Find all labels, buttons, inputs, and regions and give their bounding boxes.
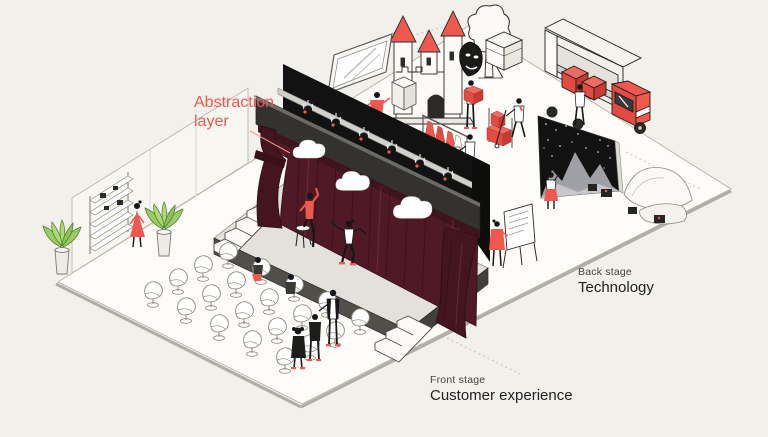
curtain-tieback <box>254 150 286 168</box>
front-stage-title: Customer experience <box>430 387 573 404</box>
lift-platform <box>391 76 417 111</box>
scenery-props <box>588 167 693 225</box>
standing-group <box>291 289 340 370</box>
back-stage-eyebrow: Back stage <box>578 266 632 278</box>
maroon-curtains <box>254 124 480 339</box>
crate-prop <box>484 31 524 71</box>
back-stage-label: Back stage Technology <box>578 266 654 296</box>
abstraction-layer-label: Abstraction layer <box>194 93 274 131</box>
person-painting-backdrop <box>544 170 561 209</box>
front-stage-eyebrow: Front stage <box>430 374 486 386</box>
person-with-hand-truck <box>486 98 526 149</box>
front-stage-label: Front stage Customer experience <box>430 374 573 404</box>
standing-woman-dress <box>291 327 306 370</box>
curtain-left-drape <box>256 125 287 229</box>
stage-stairs-right <box>374 315 433 363</box>
back-stage-title: Technology <box>578 279 654 296</box>
standing-person-suit <box>307 314 321 362</box>
truck-cargo-boxes <box>560 65 608 101</box>
abstraction-layer-line1: Abstraction <box>194 94 275 111</box>
person-carrying-box <box>463 80 484 129</box>
seated-audience-member-dark <box>285 274 296 294</box>
person-at-flipchart <box>489 219 509 267</box>
seated-audience-member-red <box>252 257 263 281</box>
delivery-truck <box>543 18 652 134</box>
truck-cab <box>610 80 652 127</box>
person-at-shelf <box>129 200 145 248</box>
night-sky-backdrop <box>537 115 624 199</box>
curtain-right-drape <box>435 227 479 339</box>
performer-on-stool <box>295 187 320 249</box>
mirror-prop <box>327 33 393 94</box>
shelf-unit <box>89 172 134 254</box>
abstraction-leader-line <box>249 130 291 154</box>
abstraction-layer-line2: layer <box>194 113 229 131</box>
stars <box>543 123 611 169</box>
theater-mask-prop <box>459 41 483 77</box>
standing-man-vest <box>318 289 340 347</box>
performer-dancing <box>330 219 367 266</box>
flipchart <box>502 203 538 269</box>
person-loading-truck <box>574 84 592 126</box>
